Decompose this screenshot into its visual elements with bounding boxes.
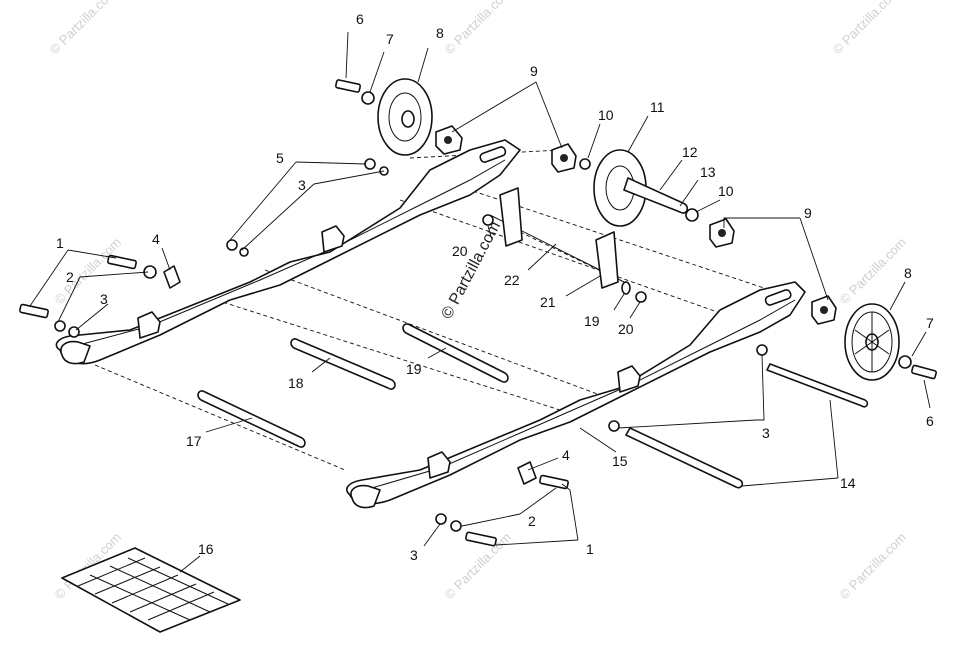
callout-number: 12	[682, 144, 698, 160]
right-rail	[346, 281, 806, 509]
callout-number: 1	[56, 235, 64, 251]
callout-number: 20	[452, 243, 468, 259]
callout-number: 15	[612, 453, 628, 469]
callout-number: 2	[528, 513, 536, 529]
cross-shafts	[197, 323, 509, 448]
wheel-center	[551, 143, 735, 248]
slide-plate	[61, 547, 241, 633]
callout-number: 5	[276, 150, 284, 166]
callout-number: 20	[618, 321, 634, 337]
callouts: 6 7 8 9 10 11 12 13 10 9 8 7 6 5 3 1 4 2…	[56, 11, 934, 563]
watermark: © Partzilla.com	[830, 0, 903, 57]
callout-number: 9	[804, 205, 812, 221]
callout-number: 19	[584, 313, 600, 329]
callout-number: 21	[540, 294, 556, 310]
callout-number: 8	[436, 25, 444, 41]
callout-number: 4	[562, 447, 570, 463]
callout-number: 22	[504, 272, 520, 288]
callout-number: 6	[356, 11, 364, 27]
callout-number: 3	[762, 425, 770, 441]
callout-number: 3	[410, 547, 418, 563]
center-shaft	[482, 187, 647, 303]
callout-number: 16	[198, 541, 214, 557]
callout-number: 3	[298, 177, 306, 193]
watermark: © Partzilla.com	[837, 235, 910, 308]
leader-lines	[29, 31, 931, 573]
callout-number: 3	[100, 291, 108, 307]
watermark: © Partzilla.com	[47, 0, 120, 57]
callout-number: 17	[186, 433, 202, 449]
callout-number: 19	[406, 361, 422, 377]
callout-number: 2	[66, 269, 74, 285]
callout-number: 7	[386, 31, 394, 47]
rods	[625, 363, 869, 489]
callout-number: 10	[718, 183, 734, 199]
callout-number: 8	[904, 265, 912, 281]
callout-number: 11	[650, 99, 665, 115]
callout-number: 18	[288, 375, 304, 391]
hardware-right	[435, 344, 768, 547]
callout-number: 6	[926, 413, 934, 429]
left-rail	[55, 139, 521, 365]
callout-number: 10	[598, 107, 614, 123]
watermark: © Partzilla.com	[442, 0, 515, 57]
wheel-right	[811, 295, 937, 381]
watermark: © Partzilla.com	[837, 530, 910, 603]
callout-number: 4	[152, 231, 160, 247]
wheel-left	[335, 78, 463, 156]
callout-number: 1	[586, 541, 594, 557]
callout-number: 13	[700, 164, 716, 180]
callout-number: 9	[530, 63, 538, 79]
center-watermark: © Partzilla.com	[439, 219, 505, 322]
callout-number: 7	[926, 315, 934, 331]
callout-number: 14	[840, 475, 856, 491]
